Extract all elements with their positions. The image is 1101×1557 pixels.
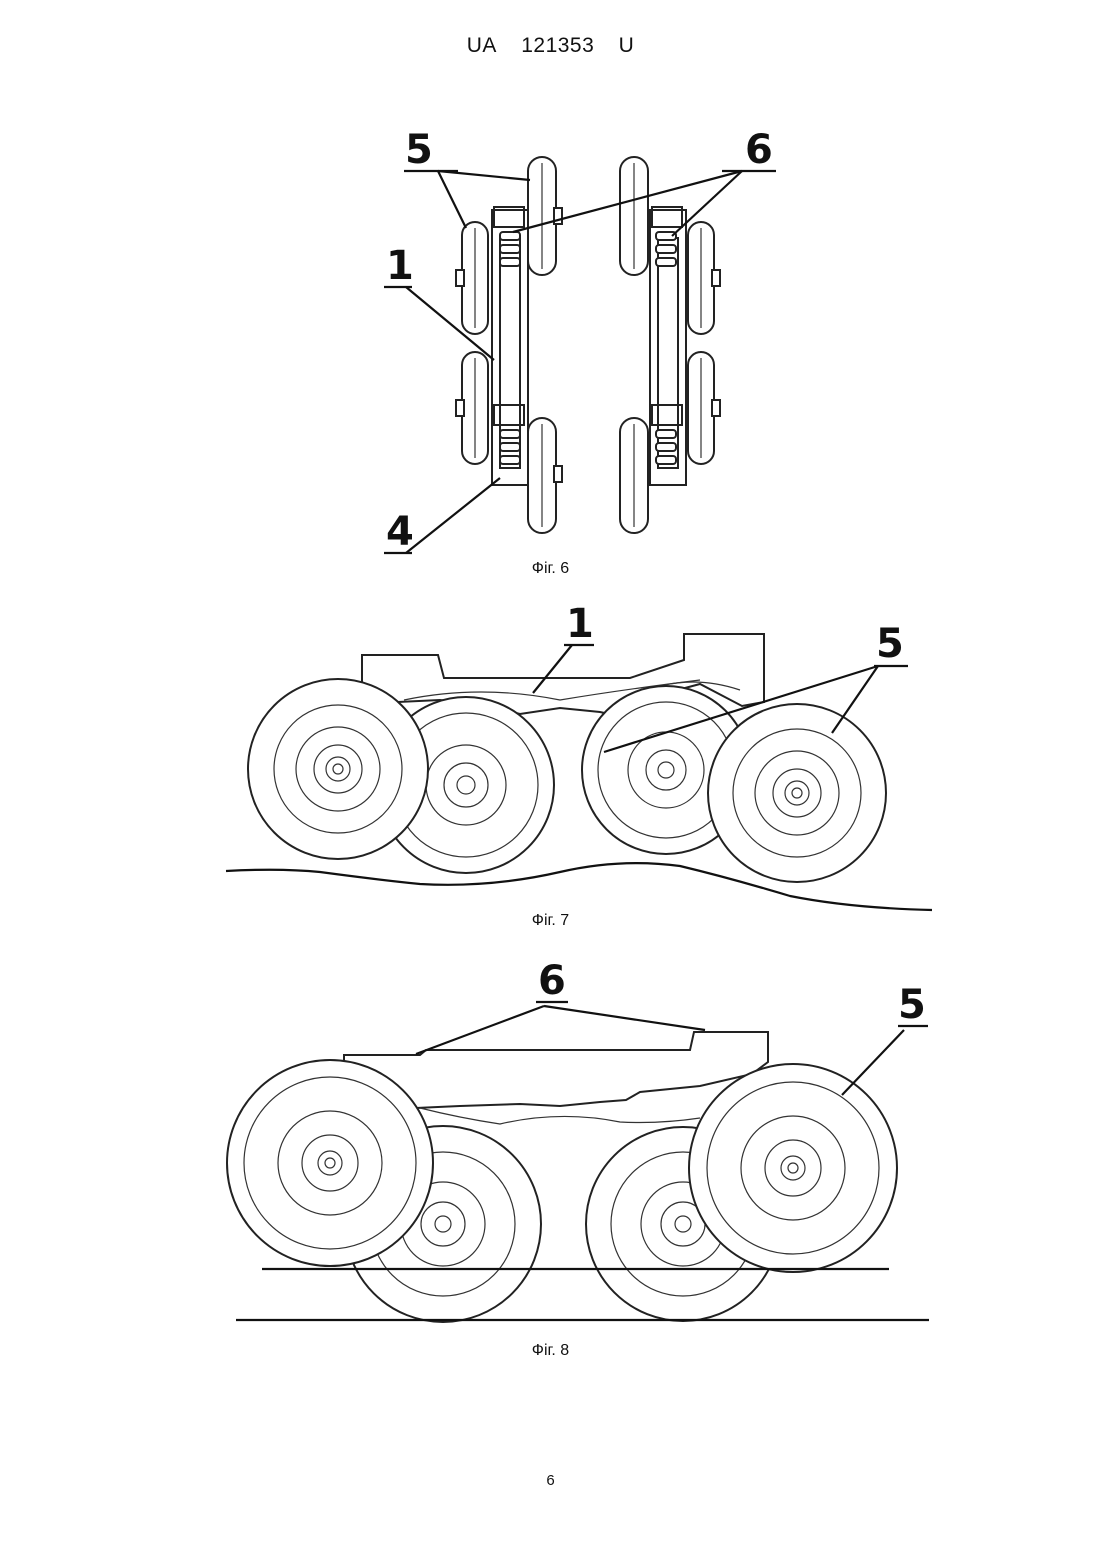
fig6-label-1: 1 (386, 246, 414, 286)
fig6-label-6: 6 (745, 130, 773, 170)
fig8-caption: Фіг. 8 (0, 1342, 1101, 1360)
page-number: 6 (0, 1472, 1101, 1489)
fig6-label-5: 5 (405, 130, 433, 170)
fig7-label-5: 5 (876, 624, 904, 664)
fig8-label-6: 6 (538, 961, 566, 1001)
fig7-label-1: 1 (566, 604, 594, 644)
fig8-label-5: 5 (898, 985, 926, 1025)
fig7-caption: Фіг. 7 (0, 912, 1101, 930)
fig6-label-4: 4 (386, 512, 414, 552)
fig6-caption: Фіг. 6 (0, 560, 1101, 578)
